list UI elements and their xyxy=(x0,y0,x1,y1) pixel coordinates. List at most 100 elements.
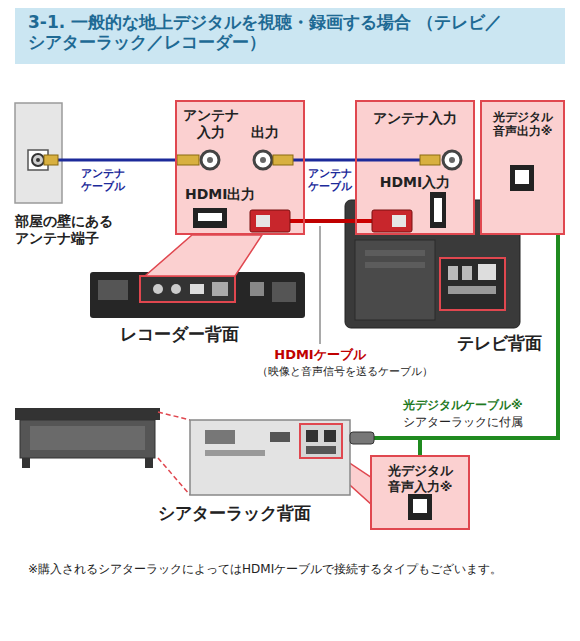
theater-rack-part xyxy=(20,420,155,458)
theater-rack-part xyxy=(158,458,190,495)
recorder-back-part xyxy=(98,280,128,300)
note-label: HDMIケーブル xyxy=(262,347,378,363)
rack-panel-part xyxy=(190,420,350,495)
cable-line xyxy=(305,159,355,162)
tv-back-part xyxy=(478,264,496,280)
callout-fill xyxy=(175,100,565,530)
antenna-jack-part xyxy=(254,151,272,169)
antenna-jack-part xyxy=(355,159,425,162)
node-label: 光デジタル 音声入力※ xyxy=(374,463,466,494)
rack-panel xyxy=(190,420,350,495)
optical-port-part xyxy=(515,170,529,184)
wall-antenna-terminal: 部屋の壁にある アンテナ端子 xyxy=(15,103,62,203)
hdmi-port-part xyxy=(198,213,222,221)
antenna-jack-part xyxy=(201,151,219,169)
callout-fill-part xyxy=(480,100,565,235)
recorder-back-part xyxy=(272,282,296,302)
callout-box: アンテナ入力 HDMI入力 xyxy=(355,100,475,235)
optical-port-part xyxy=(510,165,534,191)
tv-back-part xyxy=(448,266,458,280)
antenna-jack-part xyxy=(420,155,440,165)
leader-line-part xyxy=(320,226,321,344)
node-label: アンテナ入力 xyxy=(361,110,469,127)
cable-line xyxy=(62,159,175,162)
theater-rack-part xyxy=(145,458,153,468)
node-label: HDMI出力 xyxy=(185,186,295,203)
rack-panel: シアターラック背面 xyxy=(190,420,350,495)
wall-plate-part xyxy=(32,154,44,166)
callout-wedge-part xyxy=(145,235,262,276)
note-label: シアターラックに付属 xyxy=(403,415,551,429)
callout-box: アンテナ 入力出力 HDMI出力 xyxy=(175,100,305,235)
theater-rack xyxy=(15,408,190,495)
node-label: シアターラック背面 xyxy=(158,503,358,523)
tv-back-part xyxy=(355,240,435,320)
antenna-jack-part xyxy=(449,157,455,163)
edge-label: アンテナ ケーブル xyxy=(68,167,138,193)
note-label: （映像と音声信号を送るケーブル） xyxy=(205,365,485,378)
optical-plug-part xyxy=(372,436,420,440)
recorder-device: レコーダー背面 xyxy=(90,272,305,318)
hdmi-port-part xyxy=(392,215,406,227)
theater-rack-part xyxy=(15,408,160,420)
theater-rack-part xyxy=(158,412,190,420)
hdmi-port-part xyxy=(434,198,442,222)
title-band xyxy=(15,8,565,64)
hdmi-port-part xyxy=(430,192,446,228)
hdmi-port-part xyxy=(355,219,372,223)
node-label: 光デジタル 音声出力※ xyxy=(484,110,561,139)
wall-plate-part xyxy=(44,155,58,165)
rack-panel-part xyxy=(306,446,336,454)
node-label: 部屋の壁にある アンテナ端子 xyxy=(15,213,155,247)
callout-box: 光デジタル 音声出力※ xyxy=(480,100,565,235)
optical-port-part xyxy=(408,494,432,520)
antenna-jack-part xyxy=(177,155,199,165)
node-label: レコーダー背面 xyxy=(120,324,310,344)
callout-box: 光デジタル 音声入力※ xyxy=(370,455,470,530)
antenna-jack-part xyxy=(207,157,213,163)
hdmi-port-part xyxy=(256,215,270,227)
tv-back-part xyxy=(448,286,496,294)
node-label: 出力 xyxy=(243,124,287,141)
theater-rack-part xyxy=(30,426,145,450)
title: 3-1. 一般的な地上デジタルを視聴・録画する場合 （テレビ／シアターラック／レ… xyxy=(28,12,558,53)
rack-panel-part xyxy=(306,430,318,442)
tv-device: テレビ背面 xyxy=(345,240,520,328)
recorder-back-part xyxy=(212,282,228,296)
node-label: HDMI入力 xyxy=(361,174,469,191)
edge-label: アンテナ ケーブル xyxy=(306,167,354,193)
recorder-back-part xyxy=(90,272,305,318)
tv-back-part xyxy=(365,250,425,256)
optical-port-part xyxy=(413,499,427,513)
note-label: ※購入されるシアターラックによってはHDMIケーブルで接続するタイプもございます… xyxy=(28,562,568,576)
optical-plug-part xyxy=(350,432,374,444)
antenna-jack-part xyxy=(260,157,266,163)
recorder-back-part xyxy=(190,284,204,294)
recorder-back xyxy=(90,272,305,318)
recorder-back-part xyxy=(153,284,163,294)
rack-panel-part xyxy=(270,432,290,442)
antenna-jack-part xyxy=(273,155,293,165)
theater-rack-part xyxy=(22,458,30,468)
cable-line xyxy=(305,219,355,223)
callout-fill-part xyxy=(175,100,305,235)
hdmi-port-part xyxy=(193,208,227,228)
wall-plate xyxy=(15,103,62,203)
antenna-jack xyxy=(177,151,461,169)
tv-back-part xyxy=(365,262,425,268)
title-band-part xyxy=(15,8,565,64)
hdmi-port-part xyxy=(250,210,290,232)
recorder-back-part xyxy=(250,282,264,296)
tv-back-part xyxy=(462,266,472,280)
rack-panel-part xyxy=(205,430,235,444)
hdmi-port-part xyxy=(290,219,305,223)
callout-fill-part xyxy=(370,455,470,530)
node-label: アンテナ 入力 xyxy=(180,107,242,141)
node-label: テレビ背面 xyxy=(457,333,567,353)
rack-panel-part xyxy=(300,424,342,458)
rack-panel-part xyxy=(324,430,336,442)
tv-back-part xyxy=(440,258,505,310)
wall-plate-part xyxy=(15,103,62,203)
hdmi-port-part xyxy=(372,210,412,232)
